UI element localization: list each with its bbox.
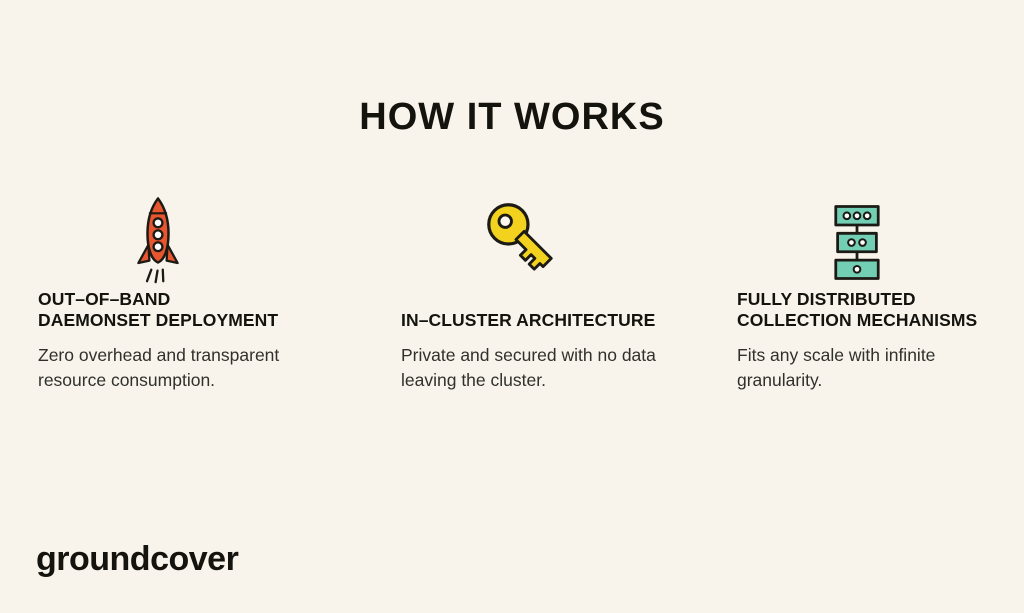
feature-heading: OUT–OF–BAND DAEMONSET DEPLOYMENT [38, 289, 279, 330]
feature-body: Private and secured with no data leaving… [401, 345, 656, 390]
icon-row [737, 196, 977, 285]
feature-body: Fits any scale with infinite granularity… [737, 345, 936, 390]
feature-column-daemonset: OUT–OF–BAND DAEMONSET DEPLOYMENT Zero ov… [38, 196, 334, 393]
rocket-icon [137, 197, 179, 284]
groundcover-logo: groundcover [36, 540, 239, 578]
key-icon [487, 203, 553, 271]
icon-row [38, 196, 278, 285]
page-title: HOW IT WORKS [359, 96, 665, 138]
rocket-exhaust-lines [145, 268, 165, 284]
feature-column-distributed: FULLY DISTRIBUTED COLLECTION MECHANISMS … [737, 196, 993, 393]
feature-heading: IN–CLUSTER ARCHITECTURE [401, 310, 656, 330]
icon-row [401, 196, 641, 285]
feature-column-in-cluster: IN–CLUSTER ARCHITECTURE Private and secu… [401, 196, 667, 393]
server-stack-icon [834, 205, 880, 280]
feature-body: Zero overhead and transparent resource c… [38, 345, 280, 390]
feature-heading: FULLY DISTRIBUTED COLLECTION MECHANISMS [737, 289, 978, 330]
